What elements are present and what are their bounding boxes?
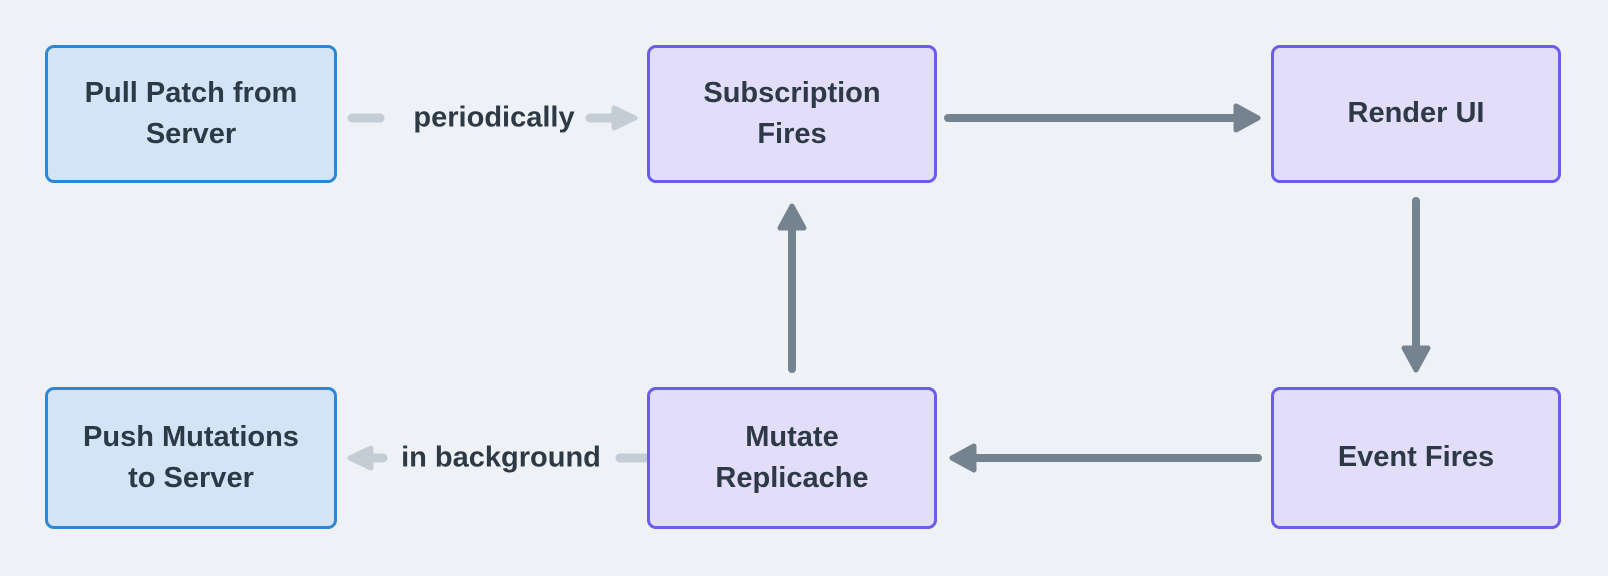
node-label: Event Fires (1337, 441, 1495, 474)
node-subscription-fires: Subscription Fires (647, 45, 937, 183)
arrow-subscription-to-render-icon (944, 103, 1261, 133)
node-pull-patch-from-server: Pull Patch from Server (45, 45, 337, 183)
arrow-mutate-to-subscription-icon (777, 203, 807, 373)
edge-label-periodically: periodically (413, 101, 575, 134)
node-render-ui: Render UI (1271, 45, 1561, 183)
node-event-fires: Event Fires (1271, 387, 1561, 529)
arrow-in-background-icon (347, 445, 388, 471)
arrow-render-to-event-icon (1401, 197, 1431, 373)
arrow-periodically-icon (585, 105, 638, 131)
node-label: Subscription Fires (703, 76, 881, 150)
node-mutate-replicache: Mutate Replicache (647, 387, 937, 529)
node-label: Push Mutations to Server (83, 420, 299, 494)
node-label: Render UI (1347, 97, 1485, 130)
node-label: Pull Patch from Server (84, 76, 298, 150)
arrow-event-to-mutate-icon (949, 443, 1262, 473)
node-label: Mutate Replicache (715, 420, 869, 494)
node-push-mutations-to-server: Push Mutations to Server (45, 387, 337, 529)
edge-label-in-background: in background (401, 441, 601, 474)
